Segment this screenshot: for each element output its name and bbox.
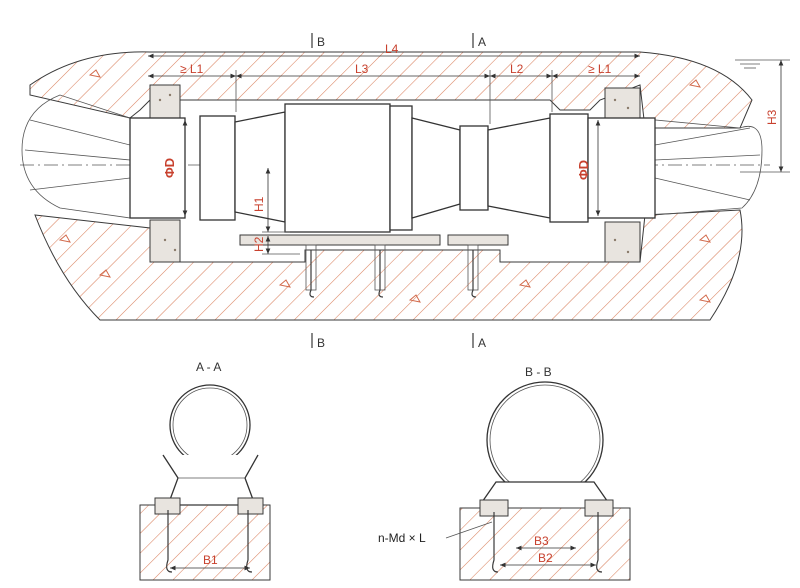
- tunnel-wall-bottom: [34, 209, 743, 321]
- dim-diameter-left: ΦD: [162, 158, 177, 178]
- aggregate-marks: [58, 69, 711, 303]
- section-marker-a-top: A: [478, 35, 486, 49]
- dim-b3: B3: [534, 534, 549, 548]
- section-marker-b-bottom: B: [317, 336, 325, 350]
- section-marker-a-bottom: A: [478, 336, 486, 350]
- bb-duct-circle: [486, 381, 604, 499]
- dim-b1: B1: [203, 553, 218, 567]
- anchor-bolts: [305, 244, 479, 298]
- concrete-block-bottom-right: [604, 221, 641, 263]
- aa-duct-circle: [169, 384, 251, 466]
- section-marker-b-top: B: [317, 35, 325, 49]
- dim-h3: H3: [765, 109, 779, 125]
- view-title-a-a: A - A: [196, 360, 221, 374]
- fan-main-body: [284, 103, 391, 233]
- concrete-block-top-right: [604, 87, 641, 121]
- view-title-b-b: B - B: [525, 365, 552, 379]
- view-a-a: A - A B1: [139, 360, 271, 581]
- bolt-spec-label: n-Md × L: [378, 531, 426, 545]
- dim-b2: B2: [538, 551, 553, 565]
- view-b-b: B - B B3 B2 n-Md × L: [378, 365, 631, 581]
- dim-l1-right: ≥ L1: [588, 62, 612, 76]
- dim-l1-left: ≥ L1: [180, 62, 204, 76]
- dim-l4: L4: [385, 42, 399, 56]
- dim-h1: H1: [252, 196, 266, 212]
- tunnel-section: B A B A L4 ≥ L1 L3 L2 ≥ L1 ΦD ΦD H1 H2: [20, 33, 790, 350]
- dim-l3: L3: [355, 62, 369, 76]
- dim-l2: L2: [510, 62, 524, 76]
- dim-diameter-right: ΦD: [576, 160, 591, 180]
- inlet-duct-left: [129, 117, 186, 219]
- dim-h2: H2: [252, 236, 266, 252]
- tunnel-wall-top: [29, 51, 753, 129]
- concrete-block-top-left: [149, 84, 181, 119]
